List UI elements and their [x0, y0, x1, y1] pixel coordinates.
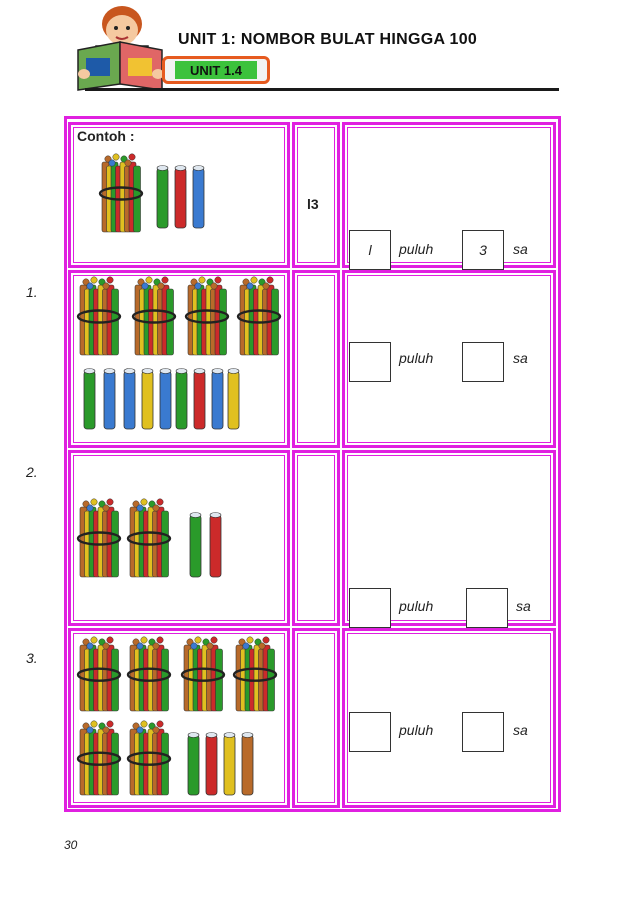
q3-number-cell	[292, 628, 340, 808]
single-stick	[193, 368, 206, 430]
example-ones-label: sa	[513, 241, 528, 257]
q3-answer-cell	[342, 628, 556, 808]
question-3-number: 3.	[26, 650, 38, 666]
q1-number-cell	[292, 270, 340, 448]
single-stick	[159, 368, 172, 430]
ten-stick-bundle	[126, 636, 172, 712]
ten-stick-bundle	[180, 636, 226, 712]
single-stick	[123, 368, 136, 430]
q2-ones-label: sa	[516, 598, 531, 614]
ten-stick-bundle	[98, 153, 144, 233]
q1-tens-label: puluh	[399, 350, 434, 366]
example-number: l3	[307, 196, 319, 212]
ten-stick-bundle	[76, 276, 122, 356]
q2-answer-cell	[342, 450, 556, 626]
q2-number-cell	[292, 450, 340, 626]
q2-picture-cell	[68, 450, 290, 626]
single-stick	[141, 368, 154, 430]
single-stick	[174, 165, 187, 229]
example-number-cell	[292, 122, 340, 268]
example-sticks-illustration	[98, 153, 205, 233]
q2-ones-box[interactable]	[466, 588, 508, 628]
ten-stick-bundle	[126, 720, 172, 796]
unit-badge: UNIT 1.4	[162, 56, 270, 84]
q1-ones-box[interactable]	[462, 342, 504, 382]
ten-stick-bundle	[76, 636, 122, 712]
q1-tens-box[interactable]	[349, 342, 391, 382]
header-divider	[85, 88, 559, 91]
ten-stick-bundle	[76, 720, 122, 796]
single-stick	[103, 368, 116, 430]
single-stick	[223, 732, 236, 796]
q1-picture-cell	[68, 270, 290, 448]
q2-tens-box[interactable]	[349, 588, 391, 628]
single-stick	[241, 732, 254, 796]
example-label: Contoh :	[77, 128, 135, 144]
question-2-number: 2.	[26, 464, 38, 480]
worksheet-frame	[64, 116, 561, 812]
q1-sticks-illustration	[76, 276, 282, 430]
example-tens-label: puluh	[399, 241, 434, 257]
q3-tens-label: puluh	[399, 722, 434, 738]
q2-tens-label: puluh	[399, 598, 434, 614]
q1-answer-cell	[342, 270, 556, 448]
ten-stick-bundle	[76, 498, 122, 578]
single-stick	[187, 732, 200, 796]
ten-stick-bundle	[131, 276, 177, 356]
ten-stick-bundle	[126, 498, 172, 578]
single-stick	[156, 165, 169, 229]
example-tens-box: l	[349, 230, 391, 270]
single-stick	[175, 368, 188, 430]
q3-sticks-illustration	[76, 636, 278, 796]
q3-ones-label: sa	[513, 722, 528, 738]
single-stick	[83, 368, 96, 430]
q3-tens-box[interactable]	[349, 712, 391, 752]
single-stick	[209, 512, 222, 578]
page-number: 30	[64, 838, 78, 852]
ten-stick-bundle	[232, 636, 278, 712]
unit-title: UNIT 1: NOMBOR BULAT HINGGA 100	[178, 31, 478, 48]
ten-stick-bundle	[236, 276, 282, 356]
q2-sticks-illustration	[76, 498, 222, 578]
single-stick	[211, 368, 224, 430]
q1-ones-label: sa	[513, 350, 528, 366]
question-1-number: 1.	[26, 284, 38, 300]
example-answer-cell	[342, 122, 556, 268]
example-picture-cell	[68, 122, 290, 268]
single-stick	[192, 165, 205, 229]
example-ones-box: 3	[462, 230, 504, 270]
q3-ones-box[interactable]	[462, 712, 504, 752]
ten-stick-bundle	[184, 276, 230, 356]
single-stick	[189, 512, 202, 578]
single-stick	[205, 732, 218, 796]
single-stick	[227, 368, 240, 430]
reading-boy-illustration	[77, 6, 164, 91]
q3-picture-cell	[68, 628, 290, 808]
